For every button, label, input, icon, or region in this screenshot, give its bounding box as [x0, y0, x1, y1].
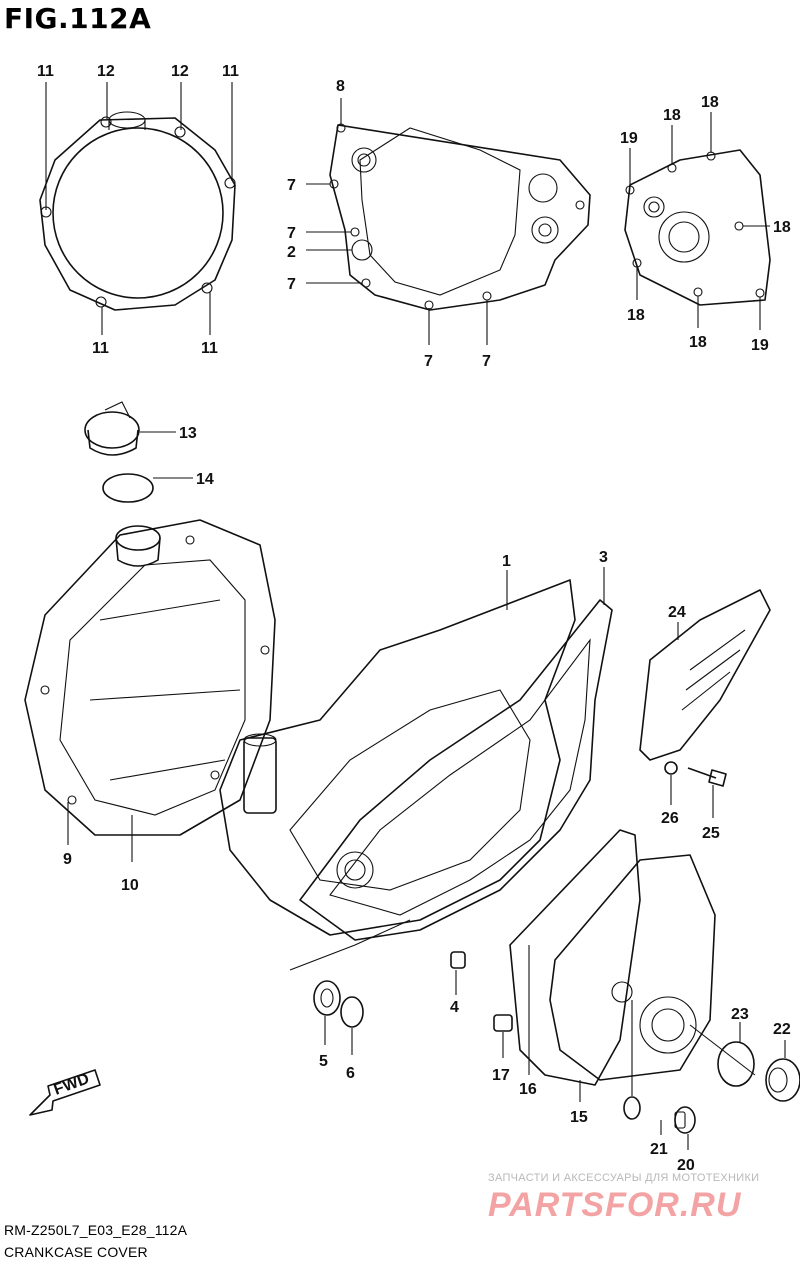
magneto-cover-view — [624, 149, 771, 306]
callout-18: 18 — [663, 107, 681, 124]
callout-1: 1 — [502, 553, 511, 570]
callout-4: 4 — [450, 999, 459, 1016]
callout-5: 5 — [319, 1053, 328, 1070]
callout-25: 25 — [702, 825, 720, 842]
callout-15: 15 — [570, 1109, 588, 1126]
callout-7: 7 — [287, 177, 296, 194]
callout-19: 19 — [751, 337, 769, 354]
plug-20 — [674, 1106, 696, 1134]
callout-18: 18 — [701, 94, 719, 111]
dowel-pin-4 — [450, 951, 466, 969]
callout-2: 2 — [287, 244, 296, 261]
crankcase-cover-gasket-view — [329, 123, 591, 311]
callout-8: 8 — [336, 78, 345, 95]
crankcase-cover-gasket — [299, 599, 613, 941]
callout-24: 24 — [668, 604, 686, 621]
callout-10: 10 — [121, 877, 139, 894]
bolt — [687, 767, 727, 787]
callout-6: 6 — [346, 1065, 355, 1082]
callout-11: 11 — [222, 63, 239, 80]
callout-19: 19 — [620, 130, 638, 147]
callout-7: 7 — [287, 276, 296, 293]
model-code: RM-Z250L7_E03_E28_112A — [4, 1222, 188, 1238]
magneto-cover-gasket — [509, 829, 641, 1086]
o-ring — [102, 473, 154, 503]
section-name: CRANKCASE COVER — [4, 1244, 148, 1260]
callout-23: 23 — [731, 1006, 749, 1023]
fwd-arrow: FWD — [29, 1069, 101, 1116]
callout-18: 18 — [627, 307, 645, 324]
callout-7: 7 — [482, 353, 491, 370]
o-ring-23 — [717, 1041, 755, 1087]
callout-9: 9 — [63, 851, 72, 868]
callout-20: 20 — [677, 1157, 695, 1174]
callout-11: 11 — [92, 340, 109, 357]
dowel-pin-17 — [493, 1014, 513, 1032]
callout-7: 7 — [287, 225, 296, 242]
clutch-cover — [24, 519, 276, 836]
callout-7: 7 — [424, 353, 433, 370]
callout-12: 12 — [171, 63, 189, 80]
magneto-cover — [549, 854, 716, 1081]
callout-17: 17 — [492, 1067, 510, 1084]
callout-3: 3 — [599, 549, 608, 566]
clutch-cover-outline-view — [39, 111, 236, 311]
callout-11: 11 — [37, 63, 54, 80]
callout-numbers: 11 12 12 11 11 11 8 7 7 2 7 7 7 19 18 18… — [37, 63, 791, 1174]
oil-seal — [313, 980, 341, 1016]
callout-14: 14 — [196, 471, 214, 488]
callout-26: 26 — [661, 810, 679, 827]
watermark-brand: PARTSFOR.RU — [488, 1186, 742, 1224]
figure-title: FIG.112A — [4, 2, 152, 35]
oil-filler-cap — [84, 401, 140, 456]
o-ring-21 — [623, 1096, 641, 1120]
callout-16: 16 — [519, 1081, 537, 1098]
callout-18: 18 — [689, 334, 707, 351]
watermark-tagline: ЗАПЧАСТИ И АКСЕССУАРЫ ДЛЯ МОТОТЕХНИКИ — [488, 1172, 760, 1184]
leader-lines — [45, 82, 786, 1150]
callout-13: 13 — [179, 425, 197, 442]
crankcase-cover-body — [219, 579, 576, 936]
plug-22 — [765, 1058, 800, 1102]
breather-cover — [639, 589, 771, 761]
callout-18: 18 — [773, 219, 791, 236]
callout-12: 12 — [97, 63, 115, 80]
callout-21: 21 — [650, 1141, 668, 1158]
callout-11: 11 — [201, 340, 218, 357]
circlip — [340, 996, 364, 1028]
callout-22: 22 — [773, 1021, 791, 1038]
washer — [664, 761, 678, 775]
